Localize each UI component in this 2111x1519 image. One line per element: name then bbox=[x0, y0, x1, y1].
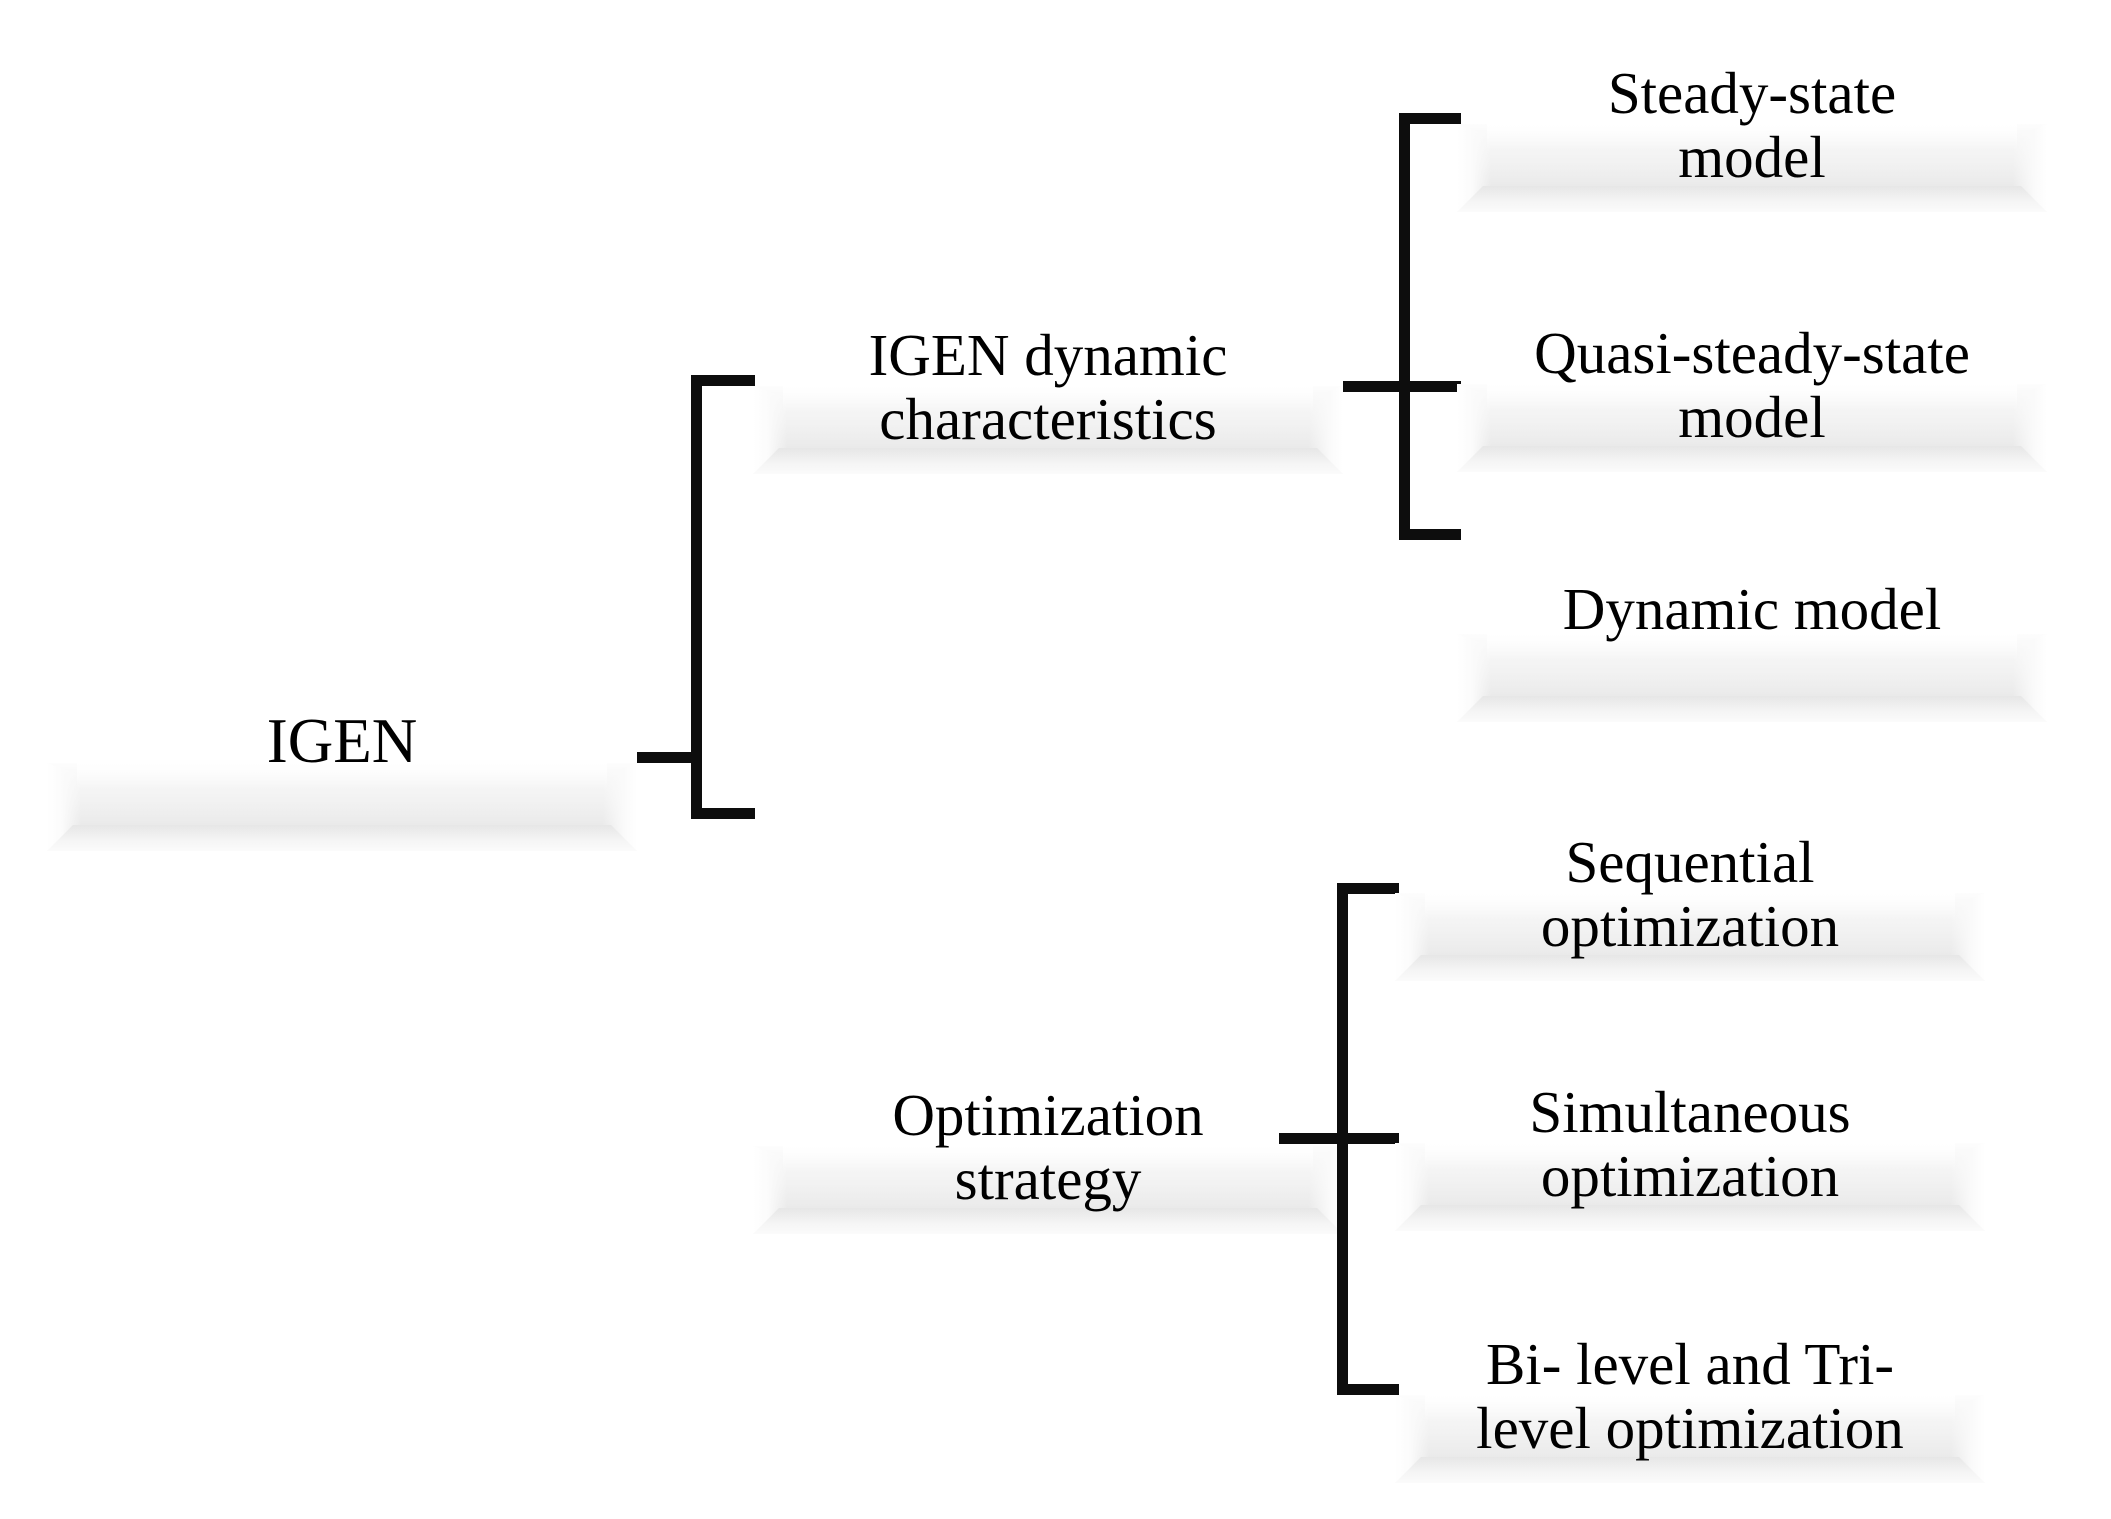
node-sheen bbox=[783, 386, 1313, 413]
node-sheen bbox=[77, 763, 607, 790]
connector-root-stem bbox=[637, 752, 699, 763]
node-igen-dynamic-characteristics[interactable]: IGEN dynamic characteristics bbox=[753, 323, 1343, 474]
node-optimization-strategy[interactable]: Optimization strategy bbox=[753, 1083, 1343, 1234]
node-sheen bbox=[1425, 1143, 1955, 1170]
connector-upper-arm-steady bbox=[1399, 113, 1461, 124]
connector-upper-stem bbox=[1343, 381, 1409, 392]
node-bevel bbox=[753, 448, 1343, 474]
node-bevel bbox=[1395, 955, 1985, 981]
connector-lower-arm-bitri bbox=[1337, 1384, 1399, 1395]
node-bevel bbox=[1395, 1457, 1985, 1483]
node-sheen bbox=[1487, 634, 2017, 661]
connector-level1-trunk bbox=[691, 375, 702, 819]
node-sheen bbox=[1487, 384, 2017, 411]
node-dynamic-model-label: Dynamic model bbox=[1562, 576, 1942, 642]
node-sheen bbox=[783, 1146, 1313, 1173]
connector-lower-arm-sequential bbox=[1337, 883, 1399, 894]
node-sheen bbox=[1425, 1395, 1955, 1422]
connector-lower-stem bbox=[1279, 1133, 1343, 1144]
node-simultaneous-optimization[interactable]: Simultaneous optimization bbox=[1395, 1080, 1985, 1231]
connector-level1-arm-top bbox=[691, 375, 755, 386]
node-steady-state-model[interactable]: Steady-state model bbox=[1457, 61, 2047, 212]
connector-lower-arm-simultaneous bbox=[1337, 1133, 1399, 1144]
connector-upper-arm-dynamic bbox=[1399, 529, 1461, 540]
node-bevel bbox=[1395, 1205, 1985, 1231]
node-sequential-optimization[interactable]: Sequential optimization bbox=[1395, 830, 1985, 981]
node-bi-tri-level-optimization[interactable]: Bi- level and Tri- level optimization bbox=[1395, 1332, 1985, 1483]
node-sheen bbox=[1487, 124, 2017, 151]
node-bevel bbox=[1457, 696, 2047, 722]
node-quasi-steady-state-model[interactable]: Quasi-steady-state model bbox=[1457, 321, 2047, 472]
node-igen[interactable]: IGEN bbox=[47, 707, 637, 851]
connector-upper-arm-quasi bbox=[1399, 381, 1461, 392]
connector-level1-arm-bottom bbox=[691, 808, 755, 819]
node-bevel bbox=[47, 825, 637, 851]
node-sheen bbox=[1425, 893, 1955, 920]
node-bevel bbox=[1457, 186, 2047, 212]
node-bevel bbox=[753, 1208, 1343, 1234]
node-bevel bbox=[1457, 446, 2047, 472]
node-dynamic-model[interactable]: Dynamic model bbox=[1457, 577, 2047, 722]
connector-upper-trunk bbox=[1399, 113, 1410, 540]
